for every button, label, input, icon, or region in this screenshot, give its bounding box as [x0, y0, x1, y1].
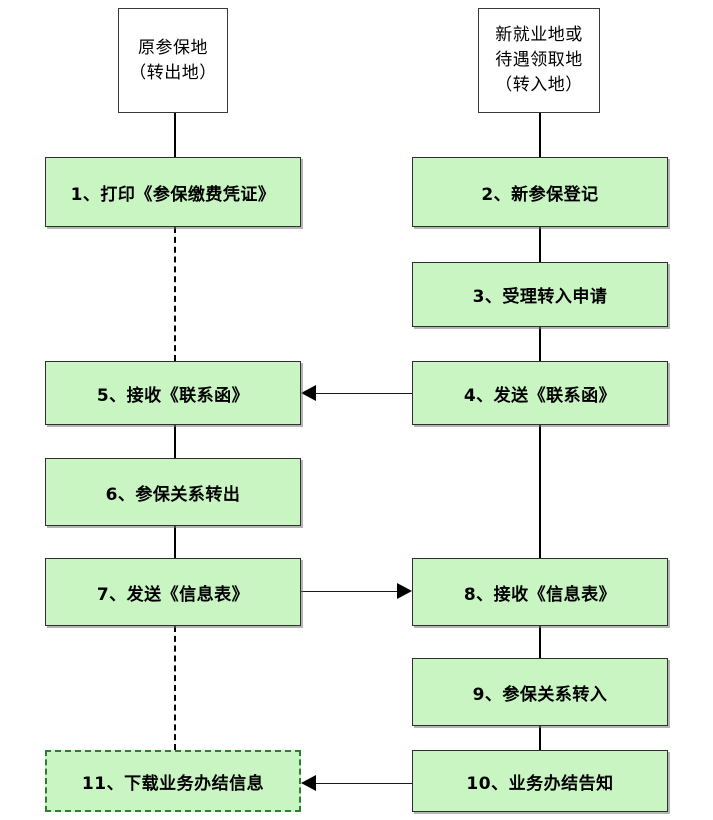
title-line: 原参保地 — [138, 37, 208, 58]
step-label: 10、业务办结告知 — [466, 773, 614, 794]
arrow-head-step-4-to-step-5 — [301, 385, 316, 401]
connector-step-2-to-step-3 — [539, 227, 541, 262]
arrow-line-step-10-to-step-11 — [312, 783, 412, 784]
step-box-5[interactable]: 5、接收《联系函》 — [45, 361, 301, 425]
connector-step-7-to-step-11 — [174, 626, 176, 750]
step-box-2[interactable]: 2、新参保登记 — [412, 157, 668, 227]
connector-title-to-step-2 — [539, 113, 541, 157]
step-label: 7、发送《信息表》 — [96, 584, 250, 605]
connector-step-6-to-step-7 — [174, 526, 176, 558]
connector-title-to-step-1 — [174, 113, 176, 157]
connector-step-3-to-step-4 — [539, 327, 541, 361]
step-box-10[interactable]: 10、业务办结告知 — [412, 750, 668, 812]
arrow-line-step-4-to-step-5 — [312, 393, 412, 394]
step-box-9[interactable]: 9、参保关系转入 — [412, 658, 668, 726]
arrow-head-step-10-to-step-11 — [301, 775, 316, 791]
step-label: 9、参保关系转入 — [472, 684, 608, 705]
step-label: 6、参保关系转出 — [105, 484, 241, 505]
connector-step-4-to-step-8 — [539, 425, 541, 558]
step-label: 11、下载业务办结信息 — [81, 773, 265, 794]
step-box-11[interactable]: 11、下载业务办结信息 — [45, 750, 301, 812]
title-box-origin-insured-place: 原参保地 （转出地） — [118, 8, 228, 113]
connector-step-1-to-step-5 — [174, 227, 176, 361]
title-line: （转出地） — [129, 62, 217, 83]
step-box-3[interactable]: 3、受理转入申请 — [412, 262, 668, 327]
title-line: （转入地） — [495, 75, 583, 95]
step-box-7[interactable]: 7、发送《信息表》 — [45, 558, 301, 626]
title-box-new-employment-place: 新就业地或 待遇领取地 （转入地） — [478, 8, 600, 113]
step-label: 1、打印《参保缴费凭证》 — [70, 184, 276, 205]
step-label: 5、接收《联系函》 — [96, 385, 250, 406]
step-box-8[interactable]: 8、接收《信息表》 — [412, 558, 668, 626]
step-box-1[interactable]: 1、打印《参保缴费凭证》 — [45, 157, 301, 227]
step-label: 3、受理转入申请 — [472, 287, 608, 307]
connector-step-9-to-step-10 — [539, 726, 541, 750]
arrow-head-step-7-to-step-8 — [397, 583, 412, 599]
step-label: 2、新参保登记 — [481, 184, 599, 205]
title-line: 待遇领取地 — [495, 50, 583, 70]
step-label: 8、接收《信息表》 — [463, 584, 617, 605]
step-label: 4、发送《联系函》 — [463, 385, 617, 406]
step-box-6[interactable]: 6、参保关系转出 — [45, 458, 301, 526]
connector-step-5-to-step-6 — [174, 425, 176, 458]
connector-step-8-to-step-9 — [539, 626, 541, 658]
arrow-line-step-7-to-step-8 — [301, 591, 398, 592]
step-box-4[interactable]: 4、发送《联系函》 — [412, 361, 668, 425]
title-line: 新就业地或 — [495, 25, 583, 45]
